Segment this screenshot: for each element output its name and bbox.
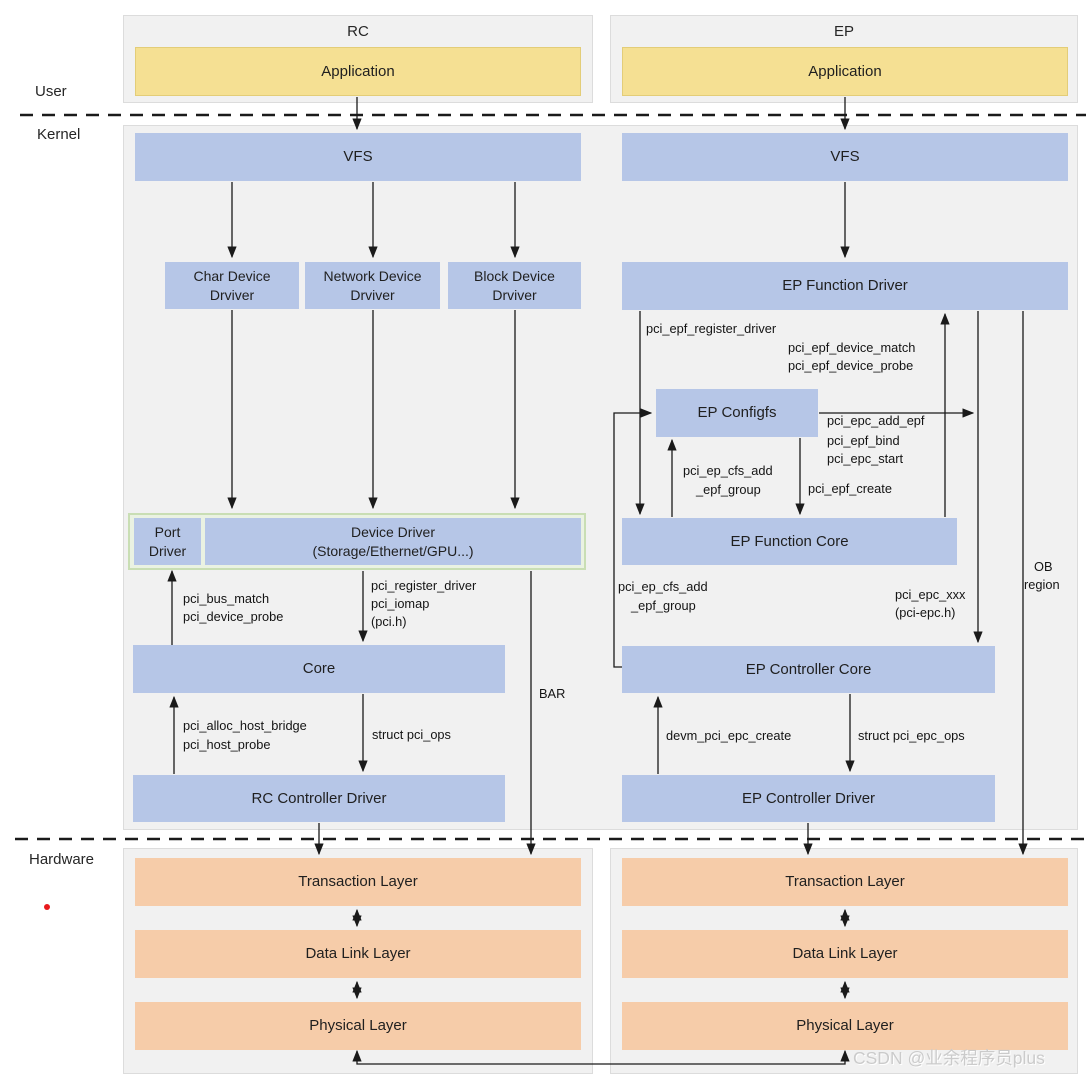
rc-application-box: Application bbox=[135, 47, 581, 96]
ep-function-driver-box: EP Function Driver bbox=[622, 262, 1068, 310]
ep-configfs-box: EP Configfs bbox=[656, 389, 818, 437]
rc-char-device-driver-box: Char Device Drviver bbox=[165, 262, 299, 309]
label-pci-epc-xxx: pci_epc_xxx bbox=[895, 587, 966, 602]
label-epf-group-left: _epf_group bbox=[631, 598, 696, 613]
ep-controller-core-box: EP Controller Core bbox=[622, 646, 995, 693]
ep-function-core-box: EP Function Core bbox=[622, 518, 957, 565]
rc-data-link-layer-box: Data Link Layer bbox=[135, 930, 581, 978]
rc-core-box: Core bbox=[133, 645, 505, 693]
label-pci-epc-add-epf: pci_epc_add_epf bbox=[827, 413, 925, 428]
rc-device-driver-label: Device Driver (Storage/Ethernet/GPU...) bbox=[312, 524, 474, 559]
rc-network-device-driver-box: Network Device Drviver bbox=[305, 262, 440, 309]
label-pci-device-probe: pci_device_probe bbox=[183, 609, 284, 624]
label-pci-iomap: pci_iomap bbox=[371, 596, 430, 611]
kernel-region-label: Kernel bbox=[37, 126, 81, 143]
ep-controller-driver-box: EP Controller Driver bbox=[622, 775, 995, 822]
rc-vfs-box: VFS bbox=[135, 133, 581, 181]
label-pci-epf-device-probe: pci_epf_device_probe bbox=[788, 358, 914, 373]
label-pci-epf-create: pci_epf_create bbox=[808, 481, 892, 496]
label-struct-pci-epc-ops: struct pci_epc_ops bbox=[858, 728, 965, 743]
watermark-text: CSDN @业余程序员plus bbox=[853, 1048, 1045, 1068]
ep-application-box: Application bbox=[622, 47, 1068, 96]
ep-column-title: EP bbox=[833, 23, 854, 40]
rc-block-device-driver-box: Block Device Drviver bbox=[448, 262, 581, 309]
rc-transaction-layer-box: Transaction Layer bbox=[135, 858, 581, 906]
rc-controller-driver-box: RC Controller Driver bbox=[133, 775, 505, 822]
label-pci-host-probe: pci_host_probe bbox=[183, 737, 271, 752]
label-pci-h: (pci.h) bbox=[371, 614, 407, 629]
rc-device-driver-box: Device Driver (Storage/Ethernet/GPU...) bbox=[205, 518, 581, 565]
label-pci-epc-start: pci_epc_start bbox=[827, 451, 904, 466]
label-pci-alloc-host-bridge: pci_alloc_host_bridge bbox=[183, 718, 307, 733]
label-devm-pci-epc-create: devm_pci_epc_create bbox=[666, 728, 792, 743]
label-pci-epc-h: (pci-epc.h) bbox=[895, 605, 956, 620]
red-dot-marker bbox=[44, 904, 50, 910]
label-pci-epf-bind: pci_epf_bind bbox=[827, 433, 900, 448]
label-struct-pci-ops: struct pci_ops bbox=[372, 727, 451, 742]
kernel-region-container bbox=[123, 125, 1078, 830]
label-pci-ep-cfs-add-upper: pci_ep_cfs_add bbox=[683, 463, 773, 478]
label-ob-region: region bbox=[1024, 577, 1060, 592]
user-region-label: User bbox=[35, 83, 67, 100]
label-pci-epf-register-driver: pci_epf_register_driver bbox=[646, 321, 777, 336]
label-pci-ep-cfs-add-left: pci_ep_cfs_add bbox=[618, 579, 708, 594]
ep-data-link-layer-box: Data Link Layer bbox=[622, 930, 1068, 978]
ep-transaction-layer-box: Transaction Layer bbox=[622, 858, 1068, 906]
rc-column-title: RC bbox=[347, 23, 369, 40]
rc-physical-layer-box: Physical Layer bbox=[135, 1002, 581, 1050]
label-pci-epf-device-match: pci_epf_device_match bbox=[788, 340, 916, 355]
rc-port-driver-box: Port Driver bbox=[134, 518, 201, 565]
label-epf-group-upper: _epf_group bbox=[696, 482, 761, 497]
label-pci-register-driver: pci_register_driver bbox=[371, 578, 477, 593]
label-bar: BAR bbox=[539, 686, 566, 701]
hardware-region-label: Hardware bbox=[29, 851, 95, 868]
label-pci-bus-match: pci_bus_match bbox=[183, 591, 270, 606]
ep-physical-layer-box: Physical Layer bbox=[622, 1002, 1068, 1050]
label-ob: OB bbox=[1034, 559, 1053, 574]
ep-vfs-box: VFS bbox=[622, 133, 1068, 181]
